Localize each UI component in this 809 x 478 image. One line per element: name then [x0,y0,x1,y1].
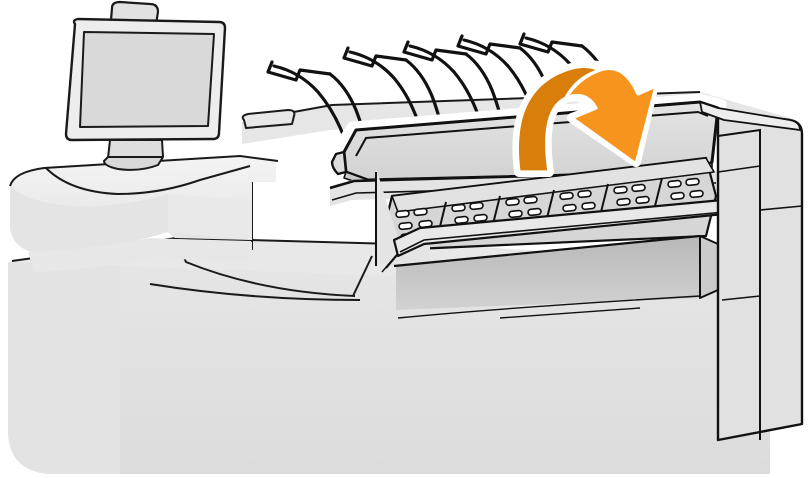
right-end-cap-line-1 [717,165,761,173]
shelf-underside [10,186,168,255]
monitor-neck [107,139,164,159]
shelf-right-underside [168,194,252,240]
right-end-cap-chamfer [699,101,801,131]
output-slot-shadow [396,236,700,310]
output-slot-recess [393,234,719,319]
right-end-cap-line-2 [721,295,761,301]
output-slot-right-wall [699,235,719,299]
monitor-base [103,156,164,171]
shelf-lower-slab [28,238,252,272]
right-end-cap [699,101,804,442]
output-slot-detail-line [499,307,641,319]
shelf-front-edge-line [9,154,279,187]
right-end-cap-seam [717,128,761,440]
module-row-top-face [391,157,715,213]
monitor-shelf [9,154,279,272]
lower-body-corner-fold [174,237,356,297]
output-slot-bottom-line [397,295,701,319]
close-cover-arrow [512,60,659,177]
monitor-screen[interactable] [79,31,215,128]
lower-body-seam [149,283,361,301]
lower-body-left-face [8,258,120,474]
module-6[interactable] [667,177,704,201]
monitor[interactable] [64,0,227,171]
right-end-cap-line-3 [759,205,803,211]
left-housing-nub [241,109,296,129]
lower-body-inner-edge [352,255,373,297]
front-lip-inner-line [399,209,747,253]
shelf-contour-line [45,165,251,196]
output-slot-top-edge [393,234,701,268]
cover-left-lip [330,150,348,176]
arrow-seam [564,68,602,100]
